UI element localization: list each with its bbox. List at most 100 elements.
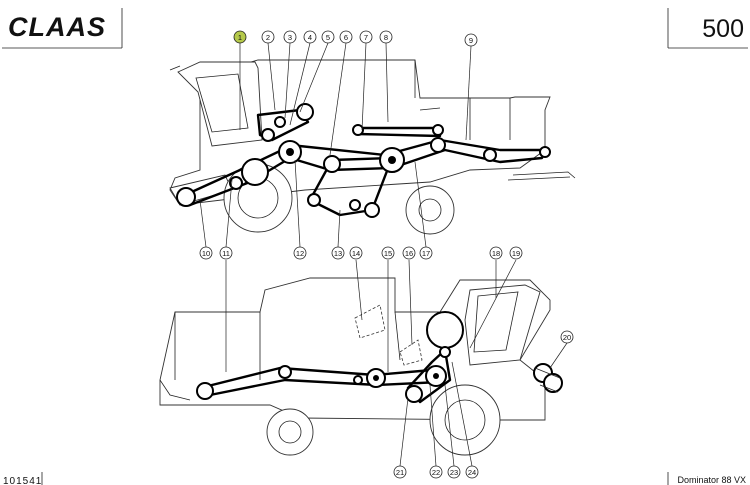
callout-5[interactable]: 5 (321, 30, 335, 44)
lower-pulley-idler (353, 375, 363, 385)
lower-rear-hood (159, 379, 191, 401)
callout-18[interactable]: 18 (489, 246, 503, 260)
svg-text:5: 5 (326, 33, 330, 42)
lower-machine-drawing (159, 277, 563, 456)
svg-text:15: 15 (384, 249, 392, 258)
page-number: 500 (702, 15, 744, 43)
upper-cab (177, 61, 263, 147)
upper-pulley-low-1 (307, 193, 321, 207)
callout-19[interactable]: 19 (509, 246, 523, 260)
svg-text:19: 19 (512, 249, 520, 258)
svg-text:12: 12 (296, 249, 304, 258)
upper-pulley-rear-3 (539, 146, 551, 158)
callout-9[interactable]: 9 (464, 33, 478, 47)
upper-rear-structure (414, 60, 511, 140)
lower-pulley-large-top (426, 311, 464, 349)
brand-logo: CLAAS (8, 12, 106, 42)
upper-pulley-feeder (176, 187, 196, 207)
callout-10[interactable]: 10 (199, 246, 213, 260)
svg-text:9: 9 (469, 36, 473, 45)
upper-rear-wheel-rim (418, 198, 442, 222)
lower-dashed-part-upper (354, 304, 386, 339)
upper-cab-roof (169, 65, 181, 71)
callout-17[interactable]: 17 (419, 246, 433, 260)
callout-24[interactable]: 24 (465, 465, 479, 479)
svg-text:14: 14 (352, 249, 360, 258)
upper-pulley-mid-small (323, 155, 341, 173)
callout-3[interactable]: 3 (283, 30, 297, 44)
svg-text:16: 16 (405, 249, 413, 258)
callout-11[interactable]: 11 (219, 246, 233, 260)
lower-pulley-low (405, 385, 423, 403)
lower-pulley-small (439, 346, 451, 358)
callout-20[interactable]: 20 (560, 330, 574, 344)
svg-text:18: 18 (492, 249, 500, 258)
callout-8[interactable]: 8 (379, 30, 393, 44)
upper-rear-wheel (405, 185, 455, 235)
callouts: 1 2 3 4 5 6 7 8 9 10 11 12 13 14 15 16 1… (199, 30, 574, 479)
upper-machine-drawing (169, 59, 576, 235)
upper-pulley-upper-mid (352, 124, 364, 136)
callout-6[interactable]: 6 (339, 30, 353, 44)
callout-13[interactable]: 13 (331, 246, 345, 260)
lower-pulley-mid-left (278, 365, 292, 379)
svg-text:1: 1 (238, 33, 242, 42)
callout-12[interactable]: 12 (293, 246, 307, 260)
lower-cab (464, 284, 541, 366)
lower-small-wheel-rim (278, 420, 302, 444)
svg-text:21: 21 (396, 468, 404, 477)
lower-part-20-lines (534, 367, 561, 393)
model-label: Dominator 88 VX (677, 475, 746, 485)
upper-pulley-rear-2 (483, 148, 497, 162)
svg-text:11: 11 (222, 249, 230, 258)
upper-pulley-low-2 (364, 202, 380, 218)
callout-7[interactable]: 7 (359, 30, 373, 44)
upper-pulley-rear-1 (430, 137, 446, 153)
upper-pulley-small-1 (261, 128, 275, 142)
callout-21[interactable]: 21 (393, 465, 407, 479)
svg-text:20: 20 (563, 333, 571, 342)
upper-cab-window (195, 73, 249, 133)
lower-pulley-left (196, 382, 214, 400)
lower-cab-window (473, 291, 519, 353)
svg-text:23: 23 (450, 468, 458, 477)
upper-pulley-large (241, 158, 269, 186)
upper-pulley-top (296, 103, 314, 121)
svg-text:22: 22 (432, 468, 440, 477)
callout-15[interactable]: 15 (381, 246, 395, 260)
upper-pulley-feed-2 (229, 176, 243, 190)
lower-small-wheel (266, 408, 314, 456)
svg-text:7: 7 (364, 33, 368, 42)
svg-text:10: 10 (202, 249, 210, 258)
svg-text:6: 6 (344, 33, 348, 42)
upper-pulley-small-2 (274, 116, 286, 128)
svg-text:13: 13 (334, 249, 342, 258)
callout-23[interactable]: 23 (447, 465, 461, 479)
svg-text:2: 2 (266, 33, 270, 42)
svg-text:8: 8 (384, 33, 388, 42)
upper-pulley-low-3 (349, 199, 361, 211)
drawing-number: 101541 (3, 476, 42, 485)
callout-14[interactable]: 14 (349, 246, 363, 260)
upper-ladder (507, 171, 576, 181)
brand-logo-text: CLAAS (8, 12, 106, 42)
lower-panels (174, 311, 401, 380)
callout-4[interactable]: 4 (303, 30, 317, 44)
svg-text:4: 4 (308, 33, 312, 42)
callout-1[interactable]: 1 (233, 30, 247, 44)
svg-text:17: 17 (422, 249, 430, 258)
svg-text:24: 24 (468, 468, 476, 477)
lower-part-20-pulley-b (543, 373, 563, 393)
callout-16[interactable]: 16 (402, 246, 416, 260)
lower-large-wheel (429, 384, 501, 456)
callout-2[interactable]: 2 (261, 30, 275, 44)
lower-large-wheel-rim (444, 399, 486, 441)
leader-lines (199, 42, 568, 467)
callout-22[interactable]: 22 (429, 465, 443, 479)
lower-dashed-part-lower (399, 339, 423, 366)
upper-pulley-upper-mid-2 (432, 124, 444, 136)
upper-belt-top-left (256, 108, 310, 142)
svg-text:3: 3 (288, 33, 292, 42)
